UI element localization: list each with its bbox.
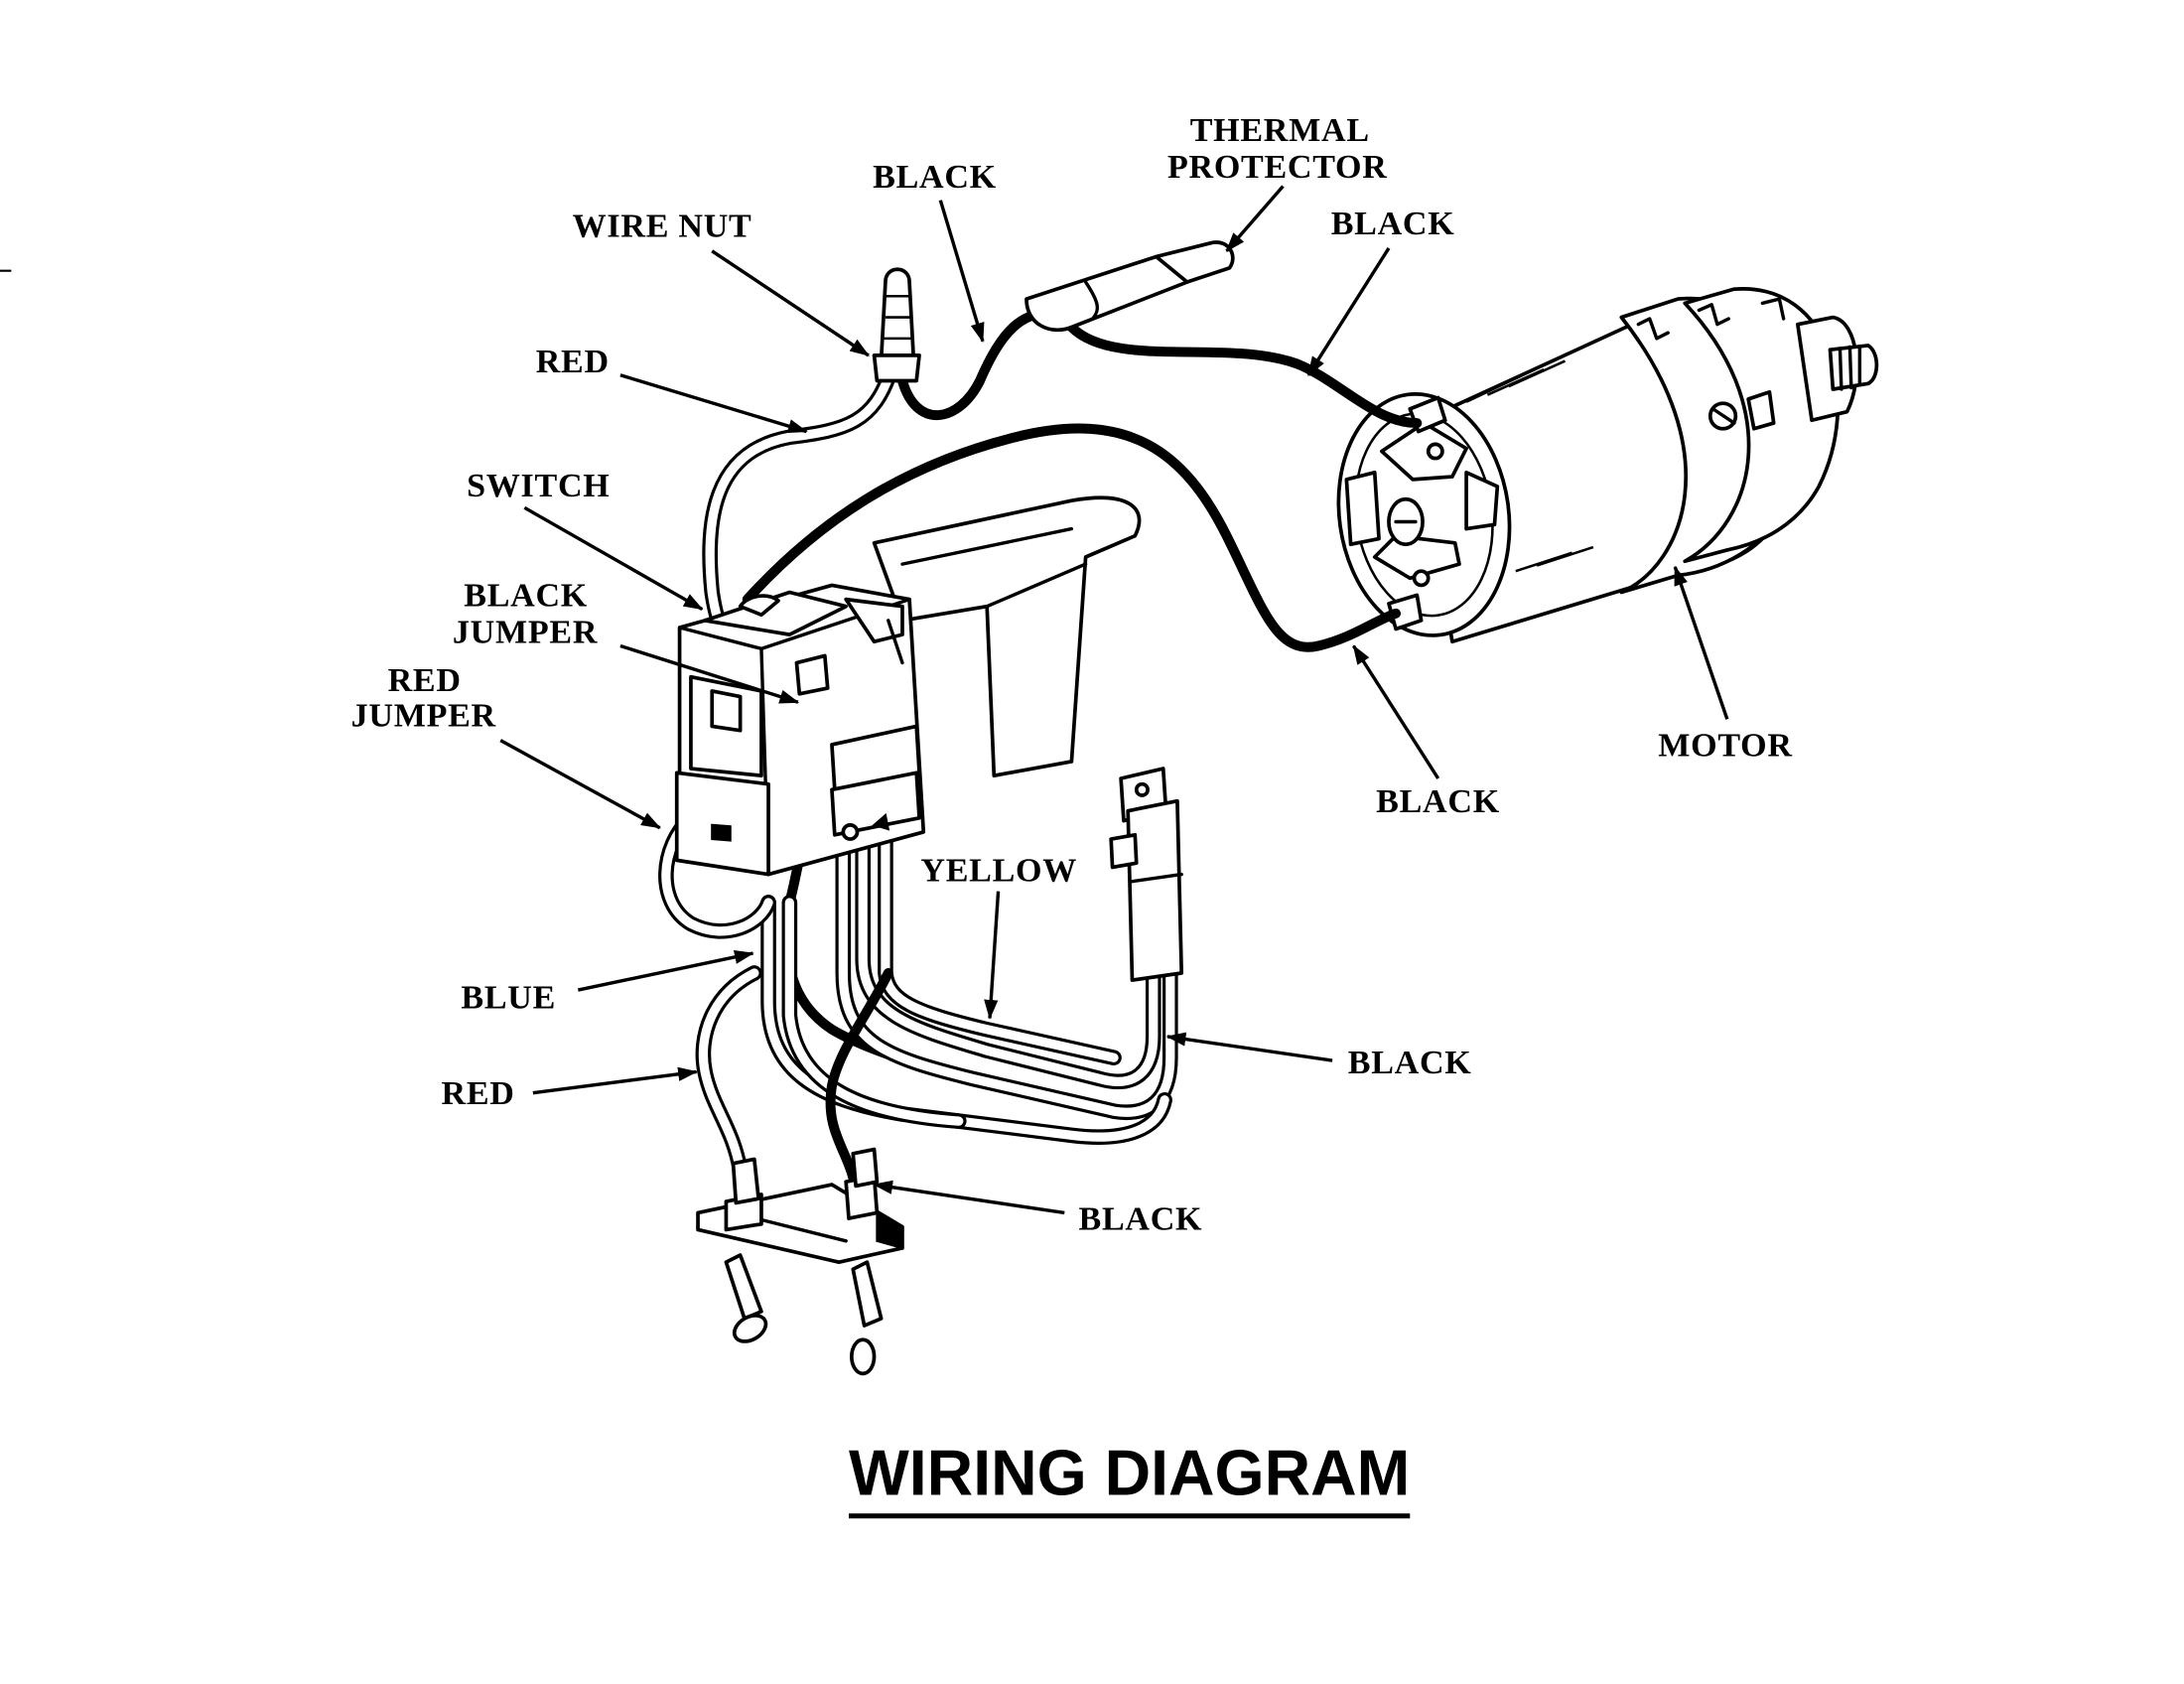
switch <box>674 495 1142 877</box>
label-black-motor-lower: BLACK <box>1376 783 1500 820</box>
title-block: WIRING DIAGRAM <box>849 1436 1411 1519</box>
label-yellow: YELLOW <box>920 853 1077 890</box>
labels: WIRE NUT BLACK THERMAL PROTECTOR BLACK R… <box>351 112 1792 1237</box>
label-black-bottom: BLACK <box>1079 1200 1203 1237</box>
label-black-jumper-2: JUMPER <box>453 615 598 651</box>
label-thermal-protector-1: THERMAL <box>1190 112 1370 149</box>
label-black-right: BLACK <box>1348 1045 1472 1081</box>
wires <box>658 308 1423 1183</box>
connector <box>1109 767 1184 982</box>
label-wire-nut: WIRE NUT <box>573 209 752 245</box>
label-switch: SWITCH <box>467 468 610 504</box>
wire-nut <box>872 267 921 383</box>
label-red-jumper-1: RED <box>388 662 462 699</box>
label-black-top: BLACK <box>873 159 997 196</box>
label-red-jumper-2: JUMPER <box>351 697 496 734</box>
thermal-protector <box>1024 240 1235 333</box>
label-blue: BLUE <box>461 979 556 1016</box>
label-red-top: RED <box>536 344 610 380</box>
label-thermal-protector-2: PROTECTOR <box>1167 149 1388 186</box>
label-black-jumper-1: BLACK <box>464 578 588 615</box>
page-title: WIRING DIAGRAM <box>849 1436 1410 1508</box>
leader-lines <box>499 185 1729 1215</box>
label-red-bottom: RED <box>442 1075 515 1112</box>
terminal-block <box>696 1147 904 1376</box>
motor <box>1336 287 1879 644</box>
label-black-upper-right: BLACK <box>1331 206 1455 242</box>
label-motor: MOTOR <box>1658 727 1792 764</box>
